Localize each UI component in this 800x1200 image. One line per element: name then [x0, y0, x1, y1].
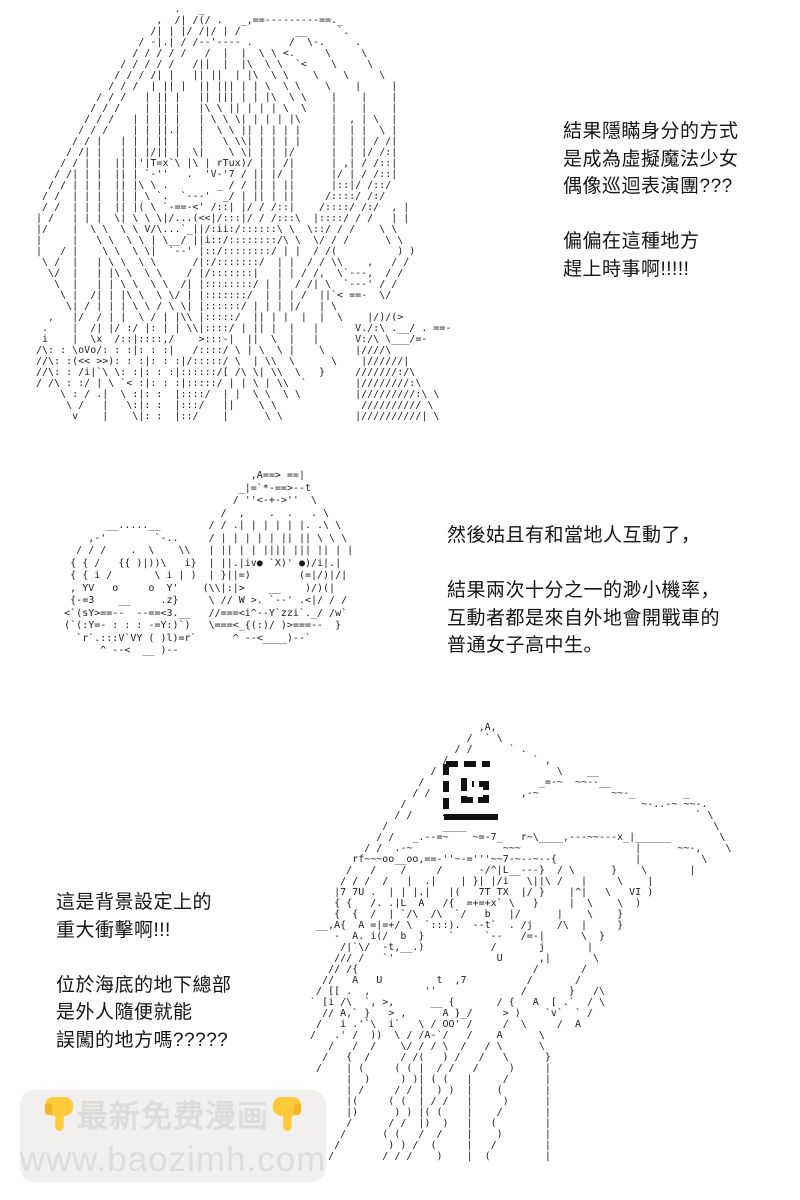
down-finger-icon [270, 1095, 304, 1140]
ascii-art-top-girl: . _ , /| /(/ . _,==---------==._ /| | |/… [36, 4, 452, 422]
ascii-art-bottom-hat-girl: ,A, / ` \ / / ` . / ` , / / \ __ / [310, 722, 732, 1162]
watermark-url: www.baozimh.com [19, 1140, 327, 1180]
watermark-banner[interactable]: 最新免费漫画 www.baozimh.com [20, 1090, 326, 1182]
watermark-tagline-row: 最新免费漫画 [42, 1095, 304, 1140]
watermark-tagline: 最新免费漫画 [77, 1099, 269, 1135]
dialogue-text-1: 結果隱瞞身分的方式 是成為虛擬魔法少女 偶像巡迴表演團??? 偏偏在這種地方 趕… [563, 121, 739, 280]
down-finger-icon [42, 1095, 76, 1140]
ascii-art-middle-chibis: ,A==> ==| _|=`*-==>--t / ''<-+->'' \ / ,… [64, 470, 354, 656]
dialogue-text-3: 這是背景設定上的 重大衝擊啊!!! 位於海底的地下總部 是外人隨便就能 誤闖的地… [56, 892, 232, 1051]
dialogue-text-2: 然後姑且有和當地人互動了， 結果兩次十分之一的渺小機率， 互動者都是來自外地會開… [447, 525, 721, 656]
hat-spiral-emblem-icon [443, 761, 498, 820]
